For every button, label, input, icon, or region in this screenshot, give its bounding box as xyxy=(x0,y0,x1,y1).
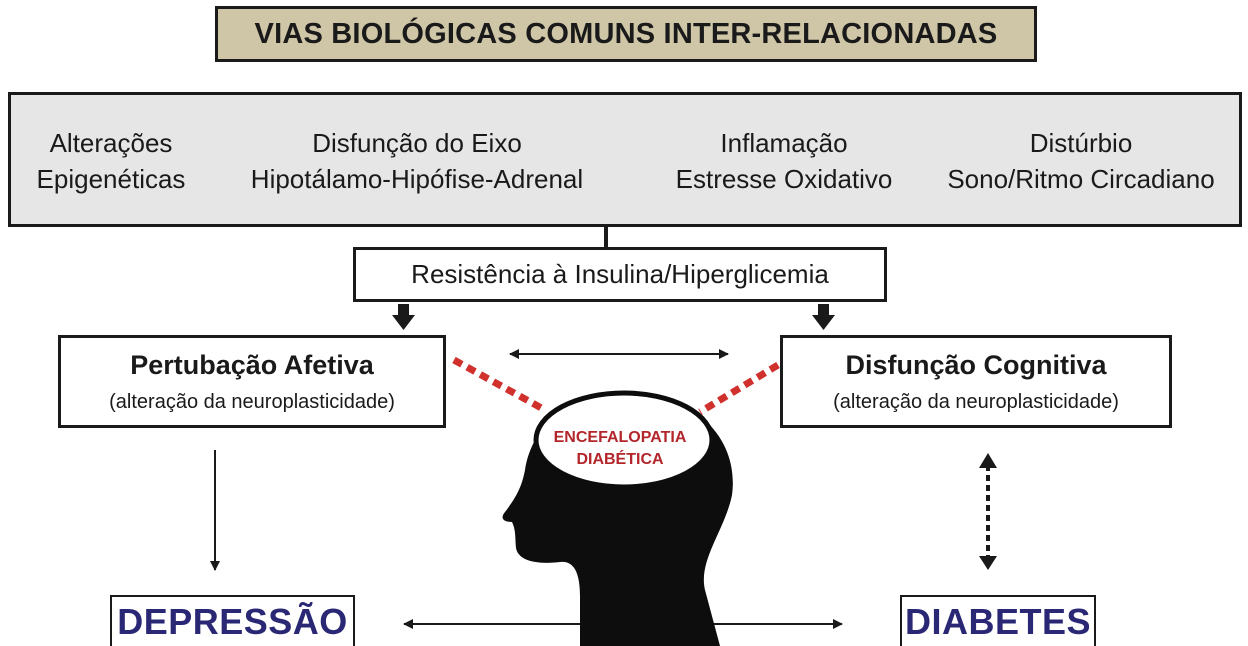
pathway-inflammation: Inflamação Estresse Oxidativo xyxy=(643,125,925,197)
affective-disturbance-subtitle: (alteração da neuroplasticidade) xyxy=(109,391,395,413)
pathway-sleep-circadian-line1: Distúrbio xyxy=(1029,128,1133,158)
diabetic-encephalopathy-line1: ENCEFALOPATIA xyxy=(553,429,687,446)
affective-disturbance-title: Pertubação Afetiva xyxy=(130,350,374,380)
pathway-inflammation-line2: Estresse Oxidativo xyxy=(675,164,893,194)
insulin-to-cognitive-arrow xyxy=(812,304,835,330)
diabetic-encephalopathy-label: ENCEFALOPATIA DIABÉTICA xyxy=(530,427,710,471)
biological-pathways-box: Alterações Epigenéticas Disfunção do Eix… xyxy=(8,92,1242,227)
pathway-sleep-circadian-line2: Sono/Ritmo Circadiano xyxy=(947,164,1215,194)
insulin-resistance-box: Resistência à Insulina/Hiperglicemia xyxy=(353,247,887,302)
pathway-epigenetic: Alterações Epigenéticas xyxy=(11,125,211,197)
cognitive-dysfunction-box: Disfunção Cognitiva (alteração da neurop… xyxy=(780,335,1172,428)
diagram-title: VIAS BIOLÓGICAS COMUNS INTER-RELACIONADA… xyxy=(215,6,1037,62)
pathway-epigenetic-line2: Epigenéticas xyxy=(36,164,186,194)
cognitive-dysfunction-subtitle: (alteração da neuroplasticidade) xyxy=(833,391,1119,413)
pathway-sleep-circadian: Distúrbio Sono/Ritmo Circadiano xyxy=(921,125,1241,197)
brain-outline xyxy=(533,390,715,490)
red-dashed-left-connector xyxy=(452,356,547,414)
insulin-to-affective-arrow xyxy=(392,304,415,330)
pathway-hpa-axis-line2: Hipotálamo-Hipófise-Adrenal xyxy=(250,164,584,194)
pathway-inflammation-line1: Inflamação xyxy=(720,128,848,158)
pathway-hpa-axis-line1: Disfunção do Eixo xyxy=(312,128,522,158)
affective-disturbance-box: Pertubação Afetiva (alteração da neuropl… xyxy=(58,335,446,428)
pathway-hpa-axis: Disfunção do Eixo Hipotálamo-Hipófise-Ad… xyxy=(217,125,617,197)
cognitive-diabetes-dashed-arrow xyxy=(979,453,997,570)
depression-box: DEPRESSÃO xyxy=(110,595,355,646)
red-dashed-right-connector xyxy=(698,362,780,415)
head-silhouette-icon xyxy=(502,390,733,646)
diabetic-encephalopathy-line2: DIABÉTICA xyxy=(576,451,664,468)
cognitive-dysfunction-title: Disfunção Cognitiva xyxy=(845,350,1107,380)
diabetes-box: DIABETES xyxy=(900,595,1096,646)
pathway-epigenetic-line1: Alterações xyxy=(49,128,173,158)
